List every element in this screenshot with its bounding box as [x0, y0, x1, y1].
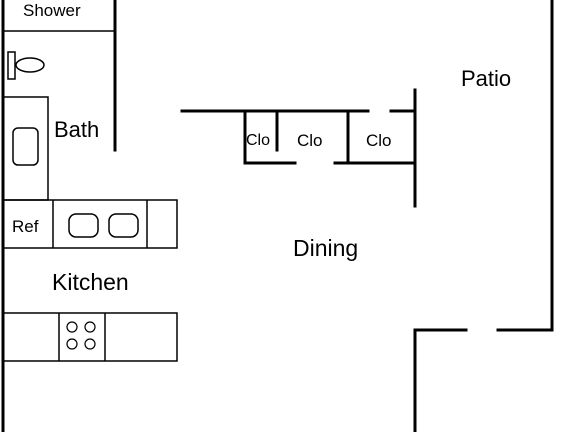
upper-counter [2, 199, 178, 249]
room-label-kitchen: Kitchen [52, 269, 129, 295]
room-label-bath: Bath [54, 117, 99, 142]
walls [1, 0, 554, 432]
closet-label-3: Clo [366, 131, 392, 150]
closet-label-1: Clo [246, 132, 270, 149]
stove-burners-icon [66, 321, 96, 350]
toilet-icon [7, 51, 45, 80]
room-label-patio: Patio [461, 66, 511, 91]
thin-fixture-lines [2, 30, 178, 362]
room-label-shower: Shower [23, 1, 81, 20]
room-label-dining: Dining [293, 235, 358, 261]
vanity-counter [2, 96, 49, 201]
bath-sink-icon [12, 127, 39, 166]
lower-counter [2, 312, 178, 362]
closet-label-2: Clo [297, 131, 323, 150]
kitchen-sink-icon [68, 213, 139, 238]
fixture-label-ref: Ref [12, 217, 39, 236]
